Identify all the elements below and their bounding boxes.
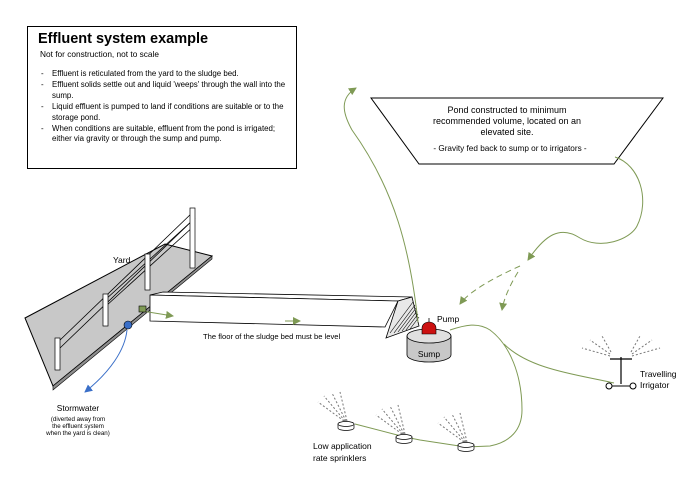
pond-text-line: Pond constructed to minimum	[447, 105, 566, 115]
yard: Yard	[24, 207, 214, 391]
spray-icon	[581, 335, 661, 357]
travelling-irrigator: Travelling Irrigator	[581, 335, 677, 390]
stormwater-note: when the yard is clean)	[45, 430, 110, 437]
spray-icon	[437, 412, 468, 443]
sump-label: Sump	[418, 349, 440, 359]
sludge-bed-label: The floor of the sludge bed must be leve…	[203, 332, 341, 341]
pond-note: - Gravity fed back to sump or to irrigat…	[433, 144, 587, 153]
sludge-bed: The floor of the sludge bed must be leve…	[149, 291, 420, 341]
pump-to-sprinklers-pipe	[449, 324, 523, 448]
effluent-pipes	[141, 87, 644, 448]
sprinkler-connector	[354, 423, 467, 448]
irrigator-label: Irrigator	[640, 380, 669, 390]
yard-label: Yard	[113, 255, 131, 265]
pond-shape	[370, 97, 664, 165]
pond-to-sump-loop	[527, 156, 644, 261]
info-box: Effluent system example Not for construc…	[27, 26, 297, 169]
pump-to-pond-pipe	[343, 87, 419, 323]
sump: Sump Pump	[406, 314, 459, 363]
yard-outlet	[138, 305, 147, 313]
pond: Pond constructed to minimum recommended …	[370, 97, 664, 165]
stormwater-pipe	[84, 329, 128, 393]
pump-icon	[421, 321, 437, 335]
irrigator-wheel	[629, 382, 637, 390]
stormwater-label: Stormwater	[57, 403, 100, 413]
sprinkler	[437, 412, 475, 452]
info-bullet: When conditions are suitable, effluent f…	[40, 124, 294, 145]
info-bullet-list: Effluent is reticulated from the yard to…	[40, 69, 294, 146]
sprinkler	[317, 391, 355, 431]
sprinkler	[375, 404, 413, 444]
irrigator-label: Travelling	[640, 369, 677, 379]
yard-to-bed-pipe	[141, 310, 174, 319]
stormwater-note: the effluent system	[52, 423, 104, 430]
sprinklers-label: Low application	[313, 441, 372, 451]
info-bullet: Effluent solids settle out and liquid 'w…	[40, 80, 294, 101]
spray-icon	[375, 404, 406, 435]
stormwater-note: (diverted away from	[51, 416, 105, 423]
pump-label: Pump	[437, 314, 459, 324]
sprinklers-label: rate sprinklers	[313, 453, 366, 463]
pond-text-line: elevated site.	[480, 127, 533, 137]
pond-text-line: recommended volume, located on an	[433, 116, 581, 126]
stormwater: Stormwater (diverted away from the efflu…	[45, 305, 147, 437]
sludge-bed-side	[149, 294, 399, 328]
info-bullet: Liquid effluent is pumped to land if con…	[40, 102, 294, 123]
irrigator-wheel	[605, 382, 613, 390]
sump-body	[406, 335, 452, 363]
sprinklers: Low application rate sprinklers	[313, 391, 475, 463]
info-subtitle: Not for construction, not to scale	[40, 49, 159, 59]
info-title: Effluent system example	[38, 31, 209, 47]
info-bullet: Effluent is reticulated from the yard to…	[40, 69, 294, 80]
diversion-valve	[123, 320, 133, 330]
spray-icon	[317, 391, 348, 422]
irrigator-pipe	[503, 343, 615, 384]
gravity-return-2	[499, 271, 519, 311]
